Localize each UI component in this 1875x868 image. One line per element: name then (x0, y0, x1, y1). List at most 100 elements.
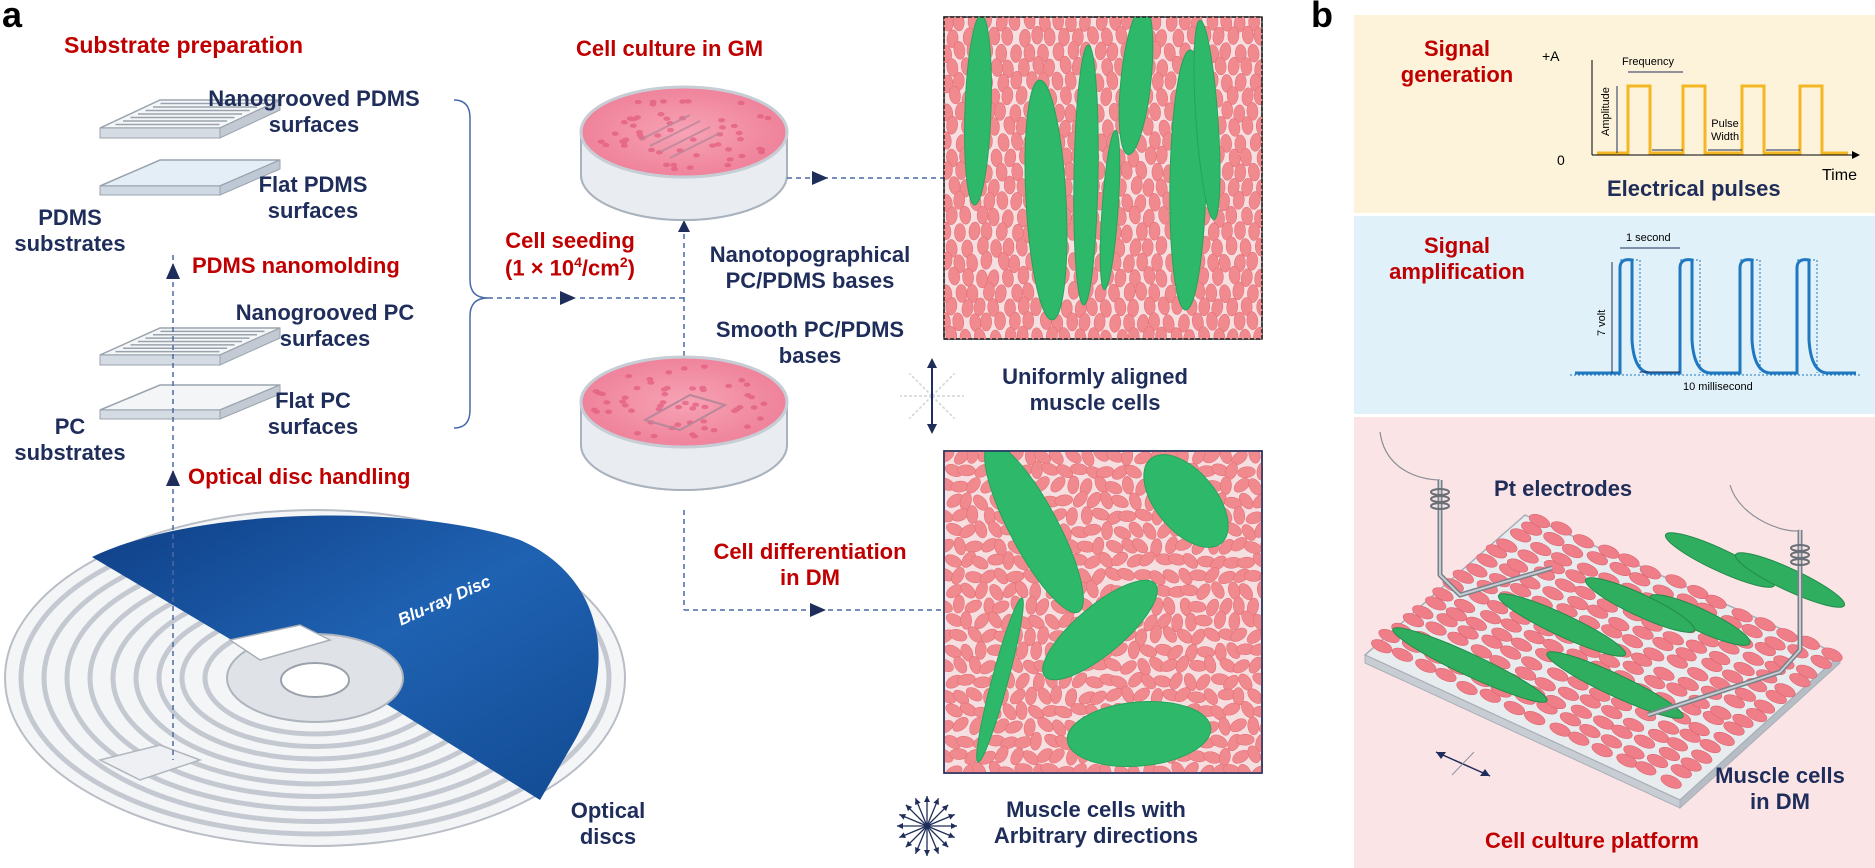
dish-cell (692, 402, 700, 407)
myoblast-cell (1050, 685, 1062, 704)
myoblast-cell (944, 554, 963, 568)
direction-arrowhead (905, 840, 913, 848)
myoblast-cell (1261, 222, 1262, 242)
myoblast-cell (1220, 17, 1233, 32)
dish-cell (670, 162, 678, 168)
myoblast-cell (1194, 614, 1213, 627)
dish-cell (621, 403, 629, 408)
myoblast-cell (1088, 327, 1100, 339)
myoblast-cell (1222, 702, 1241, 716)
myoblast-cell (1018, 58, 1030, 77)
myoblast-cell (1114, 268, 1127, 288)
myoblast-cell (983, 192, 996, 211)
platform-cell (1496, 538, 1518, 553)
dish-cell (675, 404, 683, 410)
myoblast-cell (1157, 296, 1170, 316)
myoblast-cell (953, 254, 966, 273)
myoblast-cell (1067, 475, 1080, 495)
myoblast-cell (1268, 28, 1279, 46)
myotube (1143, 454, 1229, 548)
myoblast-cell (1151, 162, 1164, 182)
platform-myotube (1497, 593, 1627, 657)
myoblast-cell (1003, 116, 1016, 135)
myoblast-cell (1128, 205, 1141, 225)
myoblast-cell (1071, 672, 1088, 689)
myoblast-cell (945, 765, 963, 773)
myoblast-cell (954, 451, 970, 465)
myoblast-cell (953, 656, 968, 674)
platform-cell (1453, 598, 1476, 613)
myoblast-cell (1245, 511, 1262, 525)
myoblast-cell (979, 660, 997, 675)
platform-cell (1680, 757, 1702, 772)
dish-cell (622, 137, 630, 142)
dish-cell (628, 408, 636, 413)
platform-cell (1622, 717, 1645, 732)
myoblast-cell (1267, 670, 1283, 691)
myoblast-cell (961, 299, 974, 318)
platform-cell (1608, 617, 1630, 632)
myoblast-cell (949, 85, 961, 105)
myoblast-cell (1010, 192, 1023, 211)
myoblast-cell (1141, 238, 1154, 257)
myoblast-cell (1111, 494, 1129, 508)
petri-dish-gm (579, 85, 789, 221)
myoblast-cell (1025, 686, 1037, 706)
myoblast-cell (1002, 237, 1015, 257)
direction-arrowhead (899, 814, 906, 820)
myoblast-cell (1212, 27, 1225, 46)
myoblast-cell (1022, 311, 1035, 330)
myoblast-cell (1170, 327, 1183, 339)
aligned-cells-image (943, 16, 1281, 340)
platform-cell (1550, 552, 1573, 567)
myoblast-cell (1151, 253, 1163, 272)
platform-cell (1412, 605, 1434, 620)
platform-cell (1621, 634, 1644, 649)
dish-cell (659, 400, 667, 405)
dish-cell (689, 386, 697, 391)
myoblast-cell (952, 312, 965, 332)
myoblast-cell (1237, 466, 1256, 479)
myoblast-cell (1223, 674, 1239, 691)
myoblast-cell (1093, 313, 1106, 332)
myoblast-cell (1135, 282, 1147, 301)
myoblast-cell (952, 594, 965, 614)
platform-cell (1639, 565, 1661, 580)
myoblast-cell (1015, 86, 1028, 105)
myoblast-cell (1218, 717, 1231, 736)
myoblast-cell (969, 655, 982, 675)
gm-to-aligned-arrow (787, 171, 944, 185)
myoblast-cell (965, 687, 983, 702)
direction-arrowhead (948, 814, 955, 820)
myoblast-cell (1222, 162, 1234, 181)
platform-cell (1685, 639, 1708, 654)
myoblast-cell (1037, 626, 1049, 645)
dish-cell (671, 166, 679, 172)
myoblast-cell (1054, 705, 1073, 719)
dish-cell (699, 385, 707, 391)
dish-cell (590, 407, 598, 413)
myoblast-cell (1155, 236, 1168, 255)
myoblast-cell (1226, 86, 1239, 105)
direction-arrowhead (933, 847, 939, 854)
myoblast-cell (1187, 601, 1207, 613)
myoblast-cell (1005, 327, 1017, 339)
platform-cell (1465, 616, 1487, 631)
dish-cell (633, 385, 641, 391)
myoblast-cell (1030, 641, 1043, 660)
myoblast-cell (1232, 281, 1245, 301)
myoblast-cell (1010, 747, 1024, 766)
platform-cell (1632, 625, 1654, 640)
myoblast-cell (1234, 73, 1247, 92)
dish-cell (649, 99, 657, 105)
myoblast-cell (1086, 580, 1099, 599)
myoblast-cell (1230, 537, 1248, 552)
platform-cell (1705, 594, 1727, 609)
platform-myotube (1649, 594, 1751, 646)
myoblast-cell (1268, 89, 1281, 108)
myoblast-cell (1079, 17, 1091, 32)
dish-cell (621, 395, 629, 400)
myoblast-cell (1205, 283, 1218, 303)
